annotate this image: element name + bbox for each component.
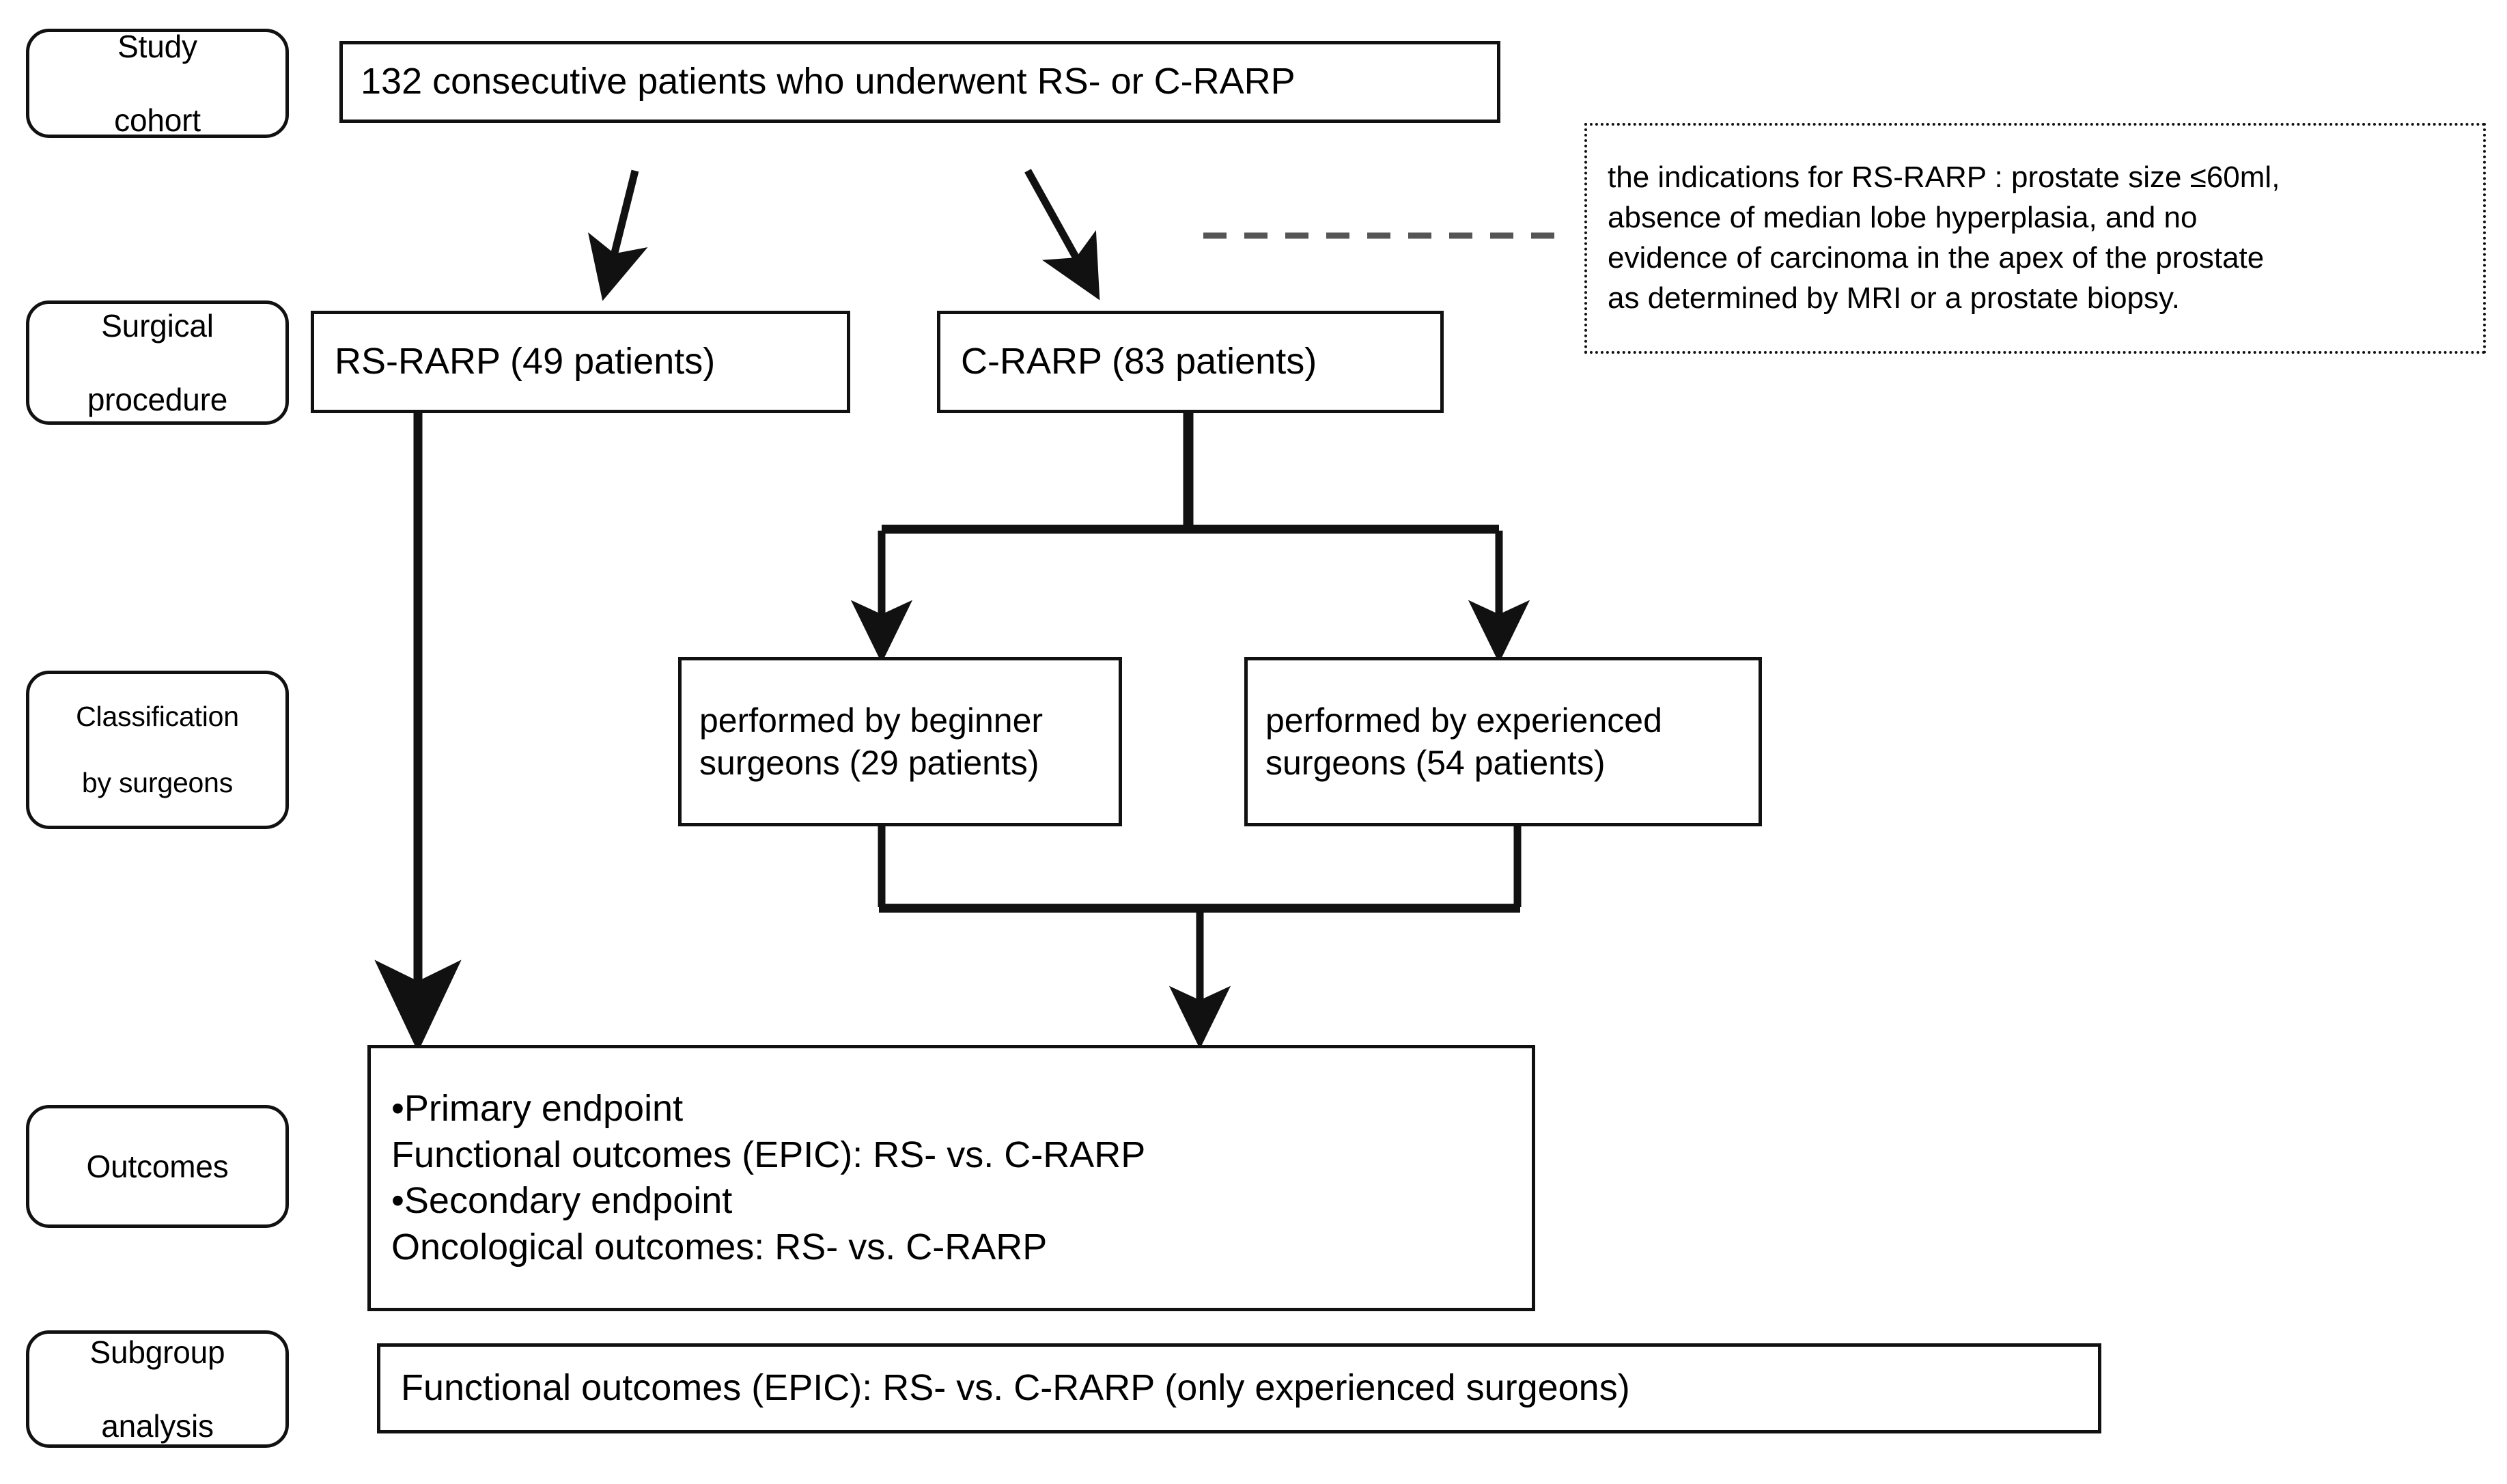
stage-label-line1: Classification (76, 701, 239, 733)
stage-label-line1: Surgical (101, 307, 214, 344)
rs-rarp-label: RS-RARP (49 patients) (335, 341, 716, 382)
node-rs-rarp-box: RS-RARP (49 patients) (311, 311, 850, 413)
arrow-cohort-to-c-rarp (1024, 169, 1100, 300)
outcomes-line-3: •Secondary endpoint (391, 1180, 733, 1221)
note-line-4: as determined by MRI or a prostate biops… (1608, 281, 2181, 315)
stage-label-line2: analysis (101, 1408, 214, 1444)
stage-label-line1: Study (117, 28, 197, 64)
node-cohort-box: 132 consecutive patients who underwent R… (339, 41, 1500, 123)
stage-label-outcomes: Outcomes (26, 1105, 289, 1228)
experienced-box-line2: surgeons (54 patients) (1265, 744, 1606, 782)
stage-label-surgical-procedure: Surgical procedure (26, 300, 289, 425)
subgroup-box-label: Functional outcomes (EPIC): RS- vs. C-RA… (401, 1367, 1630, 1409)
node-c-rarp-box: C-RARP (83 patients) (937, 311, 1444, 413)
cohort-box-label: 132 consecutive patients who underwent R… (361, 61, 1295, 102)
beginner-box-line2: surgeons (29 patients) (699, 744, 1039, 782)
stage-label-line2: procedure (87, 382, 228, 418)
beginner-box-line1: performed by beginner (699, 701, 1044, 740)
note-line-1: the indications for RS-RARP : prostate s… (1608, 160, 2280, 195)
node-experienced-surgeons-box: performed by experienced surgeons (54 pa… (1244, 657, 1762, 826)
note-indications: the indications for RS-RARP : prostate s… (1584, 123, 2486, 354)
stage-label-line2: cohort (114, 102, 201, 139)
experienced-box-line1: performed by experienced (1265, 701, 1662, 740)
outcomes-line-2: Functional outcomes (EPIC): RS- vs. C-RA… (391, 1134, 1146, 1175)
stage-label-line1: Outcomes (86, 1148, 229, 1184)
arrow-cohort-to-rs-rarp (587, 169, 648, 301)
stage-label-classification: Classification by surgeons (26, 671, 289, 829)
stage-label-line1: Subgroup (89, 1334, 225, 1370)
c-rarp-label: C-RARP (83 patients) (961, 341, 1317, 382)
node-beginner-surgeons-box: performed by beginner surgeons (29 patie… (678, 657, 1122, 826)
stage-label-subgroup-analysis: Subgroup analysis (26, 1330, 289, 1448)
note-line-3: evidence of carcinoma in the apex of the… (1608, 241, 2265, 275)
stage-label-line2: by surgeons (81, 767, 234, 799)
node-subgroup-box: Functional outcomes (EPIC): RS- vs. C-RA… (377, 1343, 2101, 1433)
node-outcomes-box: •Primary endpoint Functional outcomes (E… (367, 1045, 1535, 1311)
stage-label-study-cohort: Study cohort (26, 29, 289, 138)
note-line-2: absence of median lobe hyperplasia, and … (1608, 201, 2198, 235)
outcomes-line-1: •Primary endpoint (391, 1088, 684, 1129)
outcomes-line-4: Oncological outcomes: RS- vs. C-RARP (391, 1226, 1048, 1268)
